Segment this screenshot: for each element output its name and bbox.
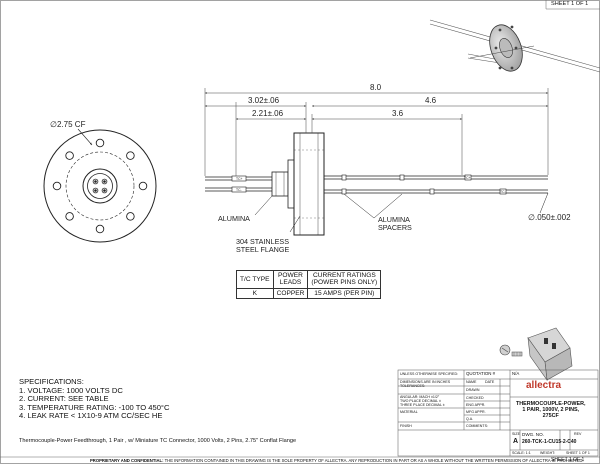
callout-text: ALUMINA ALUMINA SPACERS 304 STAINLESS ST… bbox=[218, 214, 412, 254]
table-row: K COPPER 15 AMPS (PER PIN) bbox=[236, 287, 382, 300]
tb-scale: SCALE: 1:1 bbox=[512, 451, 531, 455]
spec-item: 4. LEAK RATE < 1X10-9 ATM CC/SEC HE bbox=[19, 411, 163, 421]
callout-flange-2: STEEL FLANGE bbox=[236, 245, 289, 254]
sheet-label-top: SHEET 1 OF 1 bbox=[551, 1, 589, 7]
ratings-table-header: T/C TYPE POWER LEADS CURRENT RATINGS (PO… bbox=[236, 270, 382, 289]
spec-item: 2. CURRENT: SEE TABLE bbox=[19, 394, 109, 404]
footer-proprietary: PROPRIETARY AND CONFIDENTIAL: THE INFORM… bbox=[90, 458, 584, 463]
allectra-logo: allectra bbox=[526, 380, 562, 391]
footer-prop-title: PROPRIETARY AND CONFIDENTIAL: bbox=[90, 458, 164, 463]
tb-finish: FINISH bbox=[400, 424, 412, 428]
spec-item: 1. VOLTAGE: 1000 VOLTS DC bbox=[19, 385, 123, 395]
specifications-title: SPECIFICATIONS: bbox=[19, 377, 84, 386]
col-current-ratings: CURRENT RATINGS (POWER PINS ONLY) bbox=[307, 270, 382, 289]
sheet-label-bottom: SHEET 1 OF 1 bbox=[551, 457, 585, 463]
tb-quotation: QUOTATION # bbox=[466, 371, 496, 376]
tb-qa: Q.A. bbox=[466, 417, 474, 421]
tb-date: DATE bbox=[485, 380, 495, 384]
tb-drawing-title: THERMOCOUPLE-POWER, 1 PAIR, 1000V, 2 PIN… bbox=[516, 401, 586, 419]
pins bbox=[92, 178, 108, 194]
wire-mark-right-top: TC+ bbox=[464, 176, 471, 180]
dimension-lines bbox=[204, 88, 549, 176]
tb-dwg-no: 260-TCK-1-CU15-2-C40 bbox=[522, 439, 577, 445]
wire-mark-right-bottom: TC- bbox=[500, 190, 506, 194]
tb-drawn: DRAWN bbox=[466, 388, 480, 392]
callout-alumina-spacers-1: ALUMINA bbox=[378, 215, 410, 224]
tb-na: N/A bbox=[512, 371, 520, 376]
tb-mfg-appr: MFG APPR. bbox=[466, 410, 486, 414]
dim-flange-dia: 2.75 CF bbox=[57, 120, 86, 129]
dimension-text: 8.0 3.02±.06 4.6 2.21±.06 3.6 ∅ 2.75 CF … bbox=[50, 83, 571, 222]
specifications-block: SPECIFICATIONS: 1. VOLTAGE: 1000 VOLTS D… bbox=[19, 377, 170, 421]
tb-checked: CHECKED bbox=[466, 396, 484, 400]
dim-36: 3.6 bbox=[392, 109, 404, 118]
tb-dims-note: DIMENSIONS ARE IN INCHES TOLERANCES: bbox=[400, 380, 451, 388]
tb-weight: WEIGHT: bbox=[540, 451, 555, 455]
bolt-holes bbox=[52, 138, 148, 234]
wire-mark-left-top: TC+ bbox=[236, 177, 243, 181]
flange-front-view bbox=[43, 128, 157, 243]
tb-tolerances: ANGULAR: MACH ±1/2° TWO PLACE DECIMAL ± … bbox=[400, 395, 445, 407]
cell-tc-type: K bbox=[236, 287, 274, 300]
wire-marks: TC+ TC- TC+ TC- bbox=[236, 176, 506, 194]
title-block-grid bbox=[397, 369, 599, 457]
dim-flange-dia-symbol: ∅ bbox=[50, 120, 57, 129]
tb-rev: REV bbox=[574, 432, 582, 436]
tb-material: MATERIAL bbox=[400, 410, 418, 414]
callout-alumina: ALUMINA bbox=[218, 214, 250, 223]
tb-size-value: A bbox=[513, 438, 519, 445]
tc-connector-icon bbox=[527, 327, 573, 382]
callout-alumina-spacers-2: SPACERS bbox=[378, 223, 412, 232]
tb-dwg-no-label: DWG. NO. bbox=[522, 432, 544, 437]
dim-46: 4.6 bbox=[425, 96, 437, 105]
tb-unless: UNLESS OTHERWISE SPECIFIED: bbox=[400, 372, 459, 376]
wire-mark-left-bottom: TC- bbox=[236, 188, 242, 192]
tb-size-label: SIZE bbox=[512, 432, 520, 436]
col-power-leads: POWER LEADS bbox=[272, 270, 309, 289]
dim-221: 2.21±.06 bbox=[252, 109, 284, 118]
cell-power-leads: COPPER bbox=[272, 287, 309, 300]
footer-prop-text: THE INFORMATION CONTAINED IN THIS DRAWIN… bbox=[164, 458, 584, 463]
col-tc-type: T/C TYPE bbox=[236, 270, 274, 289]
spec-item: 3. TEMPERATURE RATING: -100 TO 450°C bbox=[19, 402, 170, 412]
product-description: Thermocouple-Power Feedthrough, 1 Pair ,… bbox=[19, 438, 297, 444]
feedthrough-side-view bbox=[205, 132, 549, 236]
cell-current-rating: 15 AMPS (PER PIN) bbox=[307, 287, 382, 300]
dim-wire-dia: .050±.002 bbox=[535, 213, 571, 222]
tb-sheet: SHEET 1 OF 1 bbox=[566, 451, 590, 455]
screw-icon bbox=[499, 344, 523, 357]
dim-302: 3.02±.06 bbox=[248, 96, 280, 105]
callout-flange-1: 304 STAINLESS bbox=[236, 237, 289, 246]
dim-overall: 8.0 bbox=[370, 83, 382, 92]
dim-wire-dia-symbol: ∅ bbox=[528, 213, 535, 222]
tb-eng-appr: ENG APPR. bbox=[466, 403, 486, 407]
isometric-view bbox=[429, 19, 600, 73]
tb-name: NAME bbox=[466, 380, 477, 384]
ratings-table: T/C TYPE POWER LEADS CURRENT RATINGS (PO… bbox=[236, 270, 382, 300]
tb-comments: COMMENTS: bbox=[466, 424, 488, 428]
